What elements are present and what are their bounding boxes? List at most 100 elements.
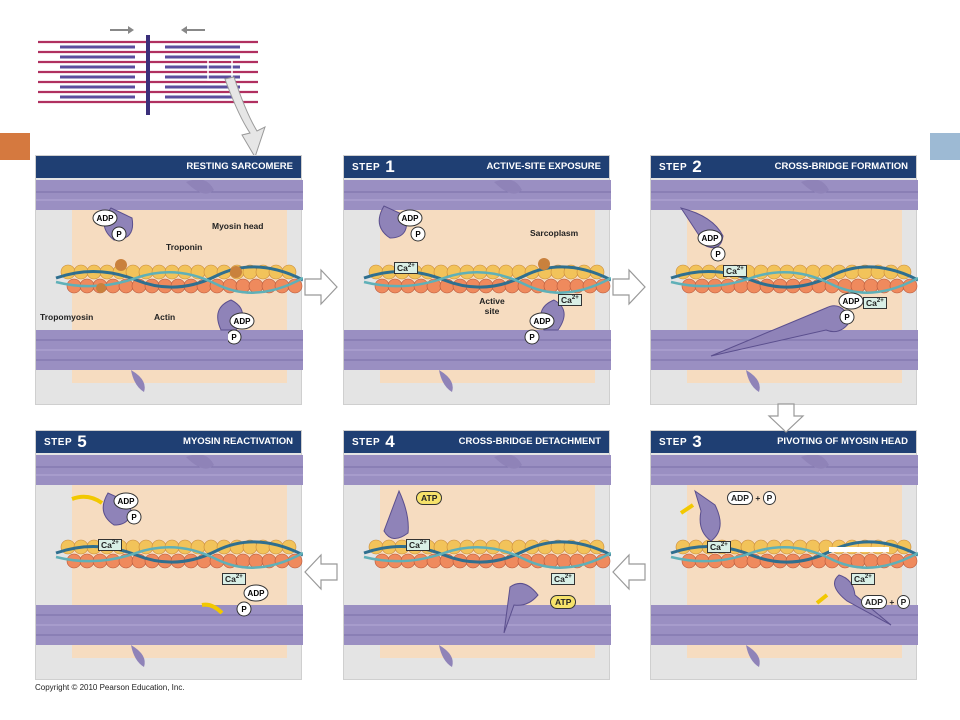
panel-header: RESTING SARCOMERE	[36, 156, 301, 178]
label-myosin-head: Myosin head	[212, 221, 264, 231]
ca-text: Ca	[225, 574, 236, 584]
step-word: STEP	[659, 162, 687, 173]
step-label: STEP 1	[352, 158, 395, 175]
adp-text: ADP	[118, 497, 136, 506]
panel-step-3: STEP 3 PIVOTING OF MYOSIN HEAD Ca2+ Ca2+…	[650, 430, 917, 680]
step-label: STEP 2	[659, 158, 702, 175]
panel-title: PIVOTING OF MYOSIN HEAD	[777, 436, 908, 447]
accent-bar-blue	[930, 133, 960, 160]
step-number: 1	[385, 157, 396, 176]
panel-title: CROSS-BRIDGE FORMATION	[774, 161, 908, 172]
panel-resting-sarcomere: RESTING SARCOMERE Myosin head Troponin T…	[35, 155, 302, 405]
scene-step-1	[344, 180, 611, 404]
step-number: 3	[692, 432, 703, 451]
ca-charge: 2+	[235, 574, 243, 581]
recock-arrow	[71, 494, 104, 505]
p-text: P	[715, 250, 721, 259]
sarcomere-thumbnail	[30, 26, 265, 115]
troponin-bead	[230, 266, 242, 278]
adp-text: ADP	[727, 491, 753, 505]
ca-text: Ca	[397, 263, 408, 273]
p-text: P	[529, 333, 535, 342]
ca-badge: Ca2+	[851, 573, 875, 585]
panel-title: RESTING SARCOMERE	[186, 161, 293, 172]
p-text: P	[231, 333, 237, 342]
ca-badge: Ca2+	[222, 573, 246, 585]
p-text: P	[241, 605, 247, 614]
p-text: P	[415, 230, 421, 239]
p-text: P	[896, 595, 911, 609]
troponin-bead	[115, 259, 127, 271]
panel-step-5: STEP 5 MYOSIN REACTIVATION Ca2+ Ca2+ ADP…	[35, 430, 302, 680]
myosin-head	[503, 582, 539, 634]
flow-arrow-right	[612, 268, 646, 306]
ca-badge: Ca2+	[406, 539, 430, 551]
step-word: STEP	[659, 437, 687, 448]
ca-badge: Ca2+	[707, 541, 731, 553]
scene-step-3	[651, 455, 918, 679]
accent-bar-orange	[0, 133, 30, 160]
myosin-head	[383, 489, 409, 539]
adp-text: ADP	[97, 214, 115, 223]
adp-text: ADP	[534, 317, 552, 326]
step-number: 2	[692, 157, 703, 176]
flow-arrow-right	[304, 268, 338, 306]
adp-p-complex: ADP P	[524, 312, 555, 345]
step-number: 5	[77, 432, 88, 451]
ca-charge: 2+	[736, 266, 744, 273]
plus-text: +	[755, 493, 761, 503]
ca-charge: 2+	[419, 540, 427, 547]
adp-p-complex: ADP P	[236, 584, 269, 617]
ca-text: Ca	[710, 542, 721, 552]
ca-badge: Ca2+	[551, 573, 575, 585]
troponin-bead	[96, 283, 106, 293]
ca-badge: Ca2+	[723, 265, 747, 277]
label-troponin: Troponin	[166, 242, 203, 252]
panel-title: MYOSIN REACTIVATION	[183, 436, 293, 447]
atp-badge: ATP	[550, 595, 577, 609]
scene-resting	[36, 180, 303, 404]
panel-header: STEP 5 MYOSIN REACTIVATION	[36, 431, 301, 453]
panel-header: STEP 2 CROSS-BRIDGE FORMATION	[651, 156, 916, 178]
ca-charge: 2+	[876, 298, 884, 305]
step-word: STEP	[44, 437, 72, 448]
label-active-site: Active site	[479, 296, 505, 316]
panel-step-2: STEP 2 CROSS-BRIDGE FORMATION Ca2+ Ca2+ …	[650, 155, 917, 405]
ca-text: Ca	[554, 574, 565, 584]
panel-header: STEP 4 CROSS-BRIDGE DETACHMENT	[344, 431, 609, 453]
ca-charge: 2+	[571, 295, 579, 302]
flow-arrow-left	[304, 553, 338, 591]
label-tropomyosin: Tropomyosin	[40, 312, 94, 322]
ca-text: Ca	[854, 574, 865, 584]
recock-arrow	[201, 602, 224, 615]
adp-plus-p: ADP + P	[727, 491, 777, 505]
label-sarcoplasm: Sarcoplasm	[530, 228, 579, 238]
adp-text: ADP	[702, 234, 720, 243]
p-text: P	[844, 313, 850, 322]
flow-arrow-down	[767, 403, 805, 433]
ca-badge: Ca2+	[394, 262, 418, 274]
ca-text: Ca	[726, 266, 737, 276]
panel-header: STEP 1 ACTIVE-SITE EXPOSURE	[344, 156, 609, 178]
step-word: STEP	[352, 162, 380, 173]
p-text: P	[116, 230, 122, 239]
adp-p-complex: ADP P	[92, 209, 127, 242]
step-label: STEP 3	[659, 433, 702, 450]
ca-badge: Ca2+	[98, 539, 122, 551]
ca-charge: 2+	[720, 542, 728, 549]
ca-charge: 2+	[864, 574, 872, 581]
copyright-notice: Copyright © 2010 Pearson Education, Inc.	[35, 683, 185, 692]
adp-text: ADP	[248, 589, 266, 598]
step-number: 4	[385, 432, 396, 451]
panel-step-4: STEP 4 CROSS-BRIDGE DETACHMENT Ca2+ Ca2+…	[343, 430, 610, 680]
step-label: STEP 4	[352, 433, 395, 450]
step-word: STEP	[352, 437, 380, 448]
adp-p-complex: ADP P	[397, 209, 426, 242]
ca-text: Ca	[561, 295, 572, 305]
ca-charge: 2+	[564, 574, 572, 581]
myosin-head	[834, 574, 892, 626]
label-actin: Actin	[154, 312, 176, 322]
panel-title: ACTIVE-SITE EXPOSURE	[486, 161, 601, 172]
atp-badge: ATP	[416, 491, 443, 505]
adp-text: ADP	[402, 214, 420, 223]
